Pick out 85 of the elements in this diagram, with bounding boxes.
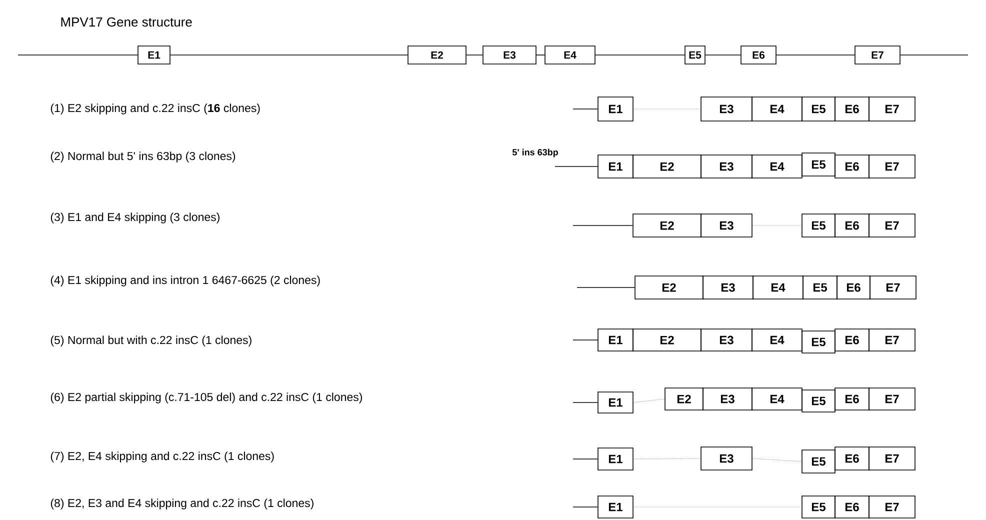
exon-box: E6 <box>834 496 870 518</box>
exon-box: E3 <box>700 328 752 352</box>
exon-box: E1 <box>598 96 634 122</box>
exon-box: E1 <box>598 496 634 518</box>
exon-box: E7 <box>854 46 900 64</box>
variant-label: (5) Normal but with c.22 insC (1 clones) <box>50 336 252 346</box>
intron-line <box>633 458 701 460</box>
flank-line <box>572 506 598 508</box>
exon-box: E7 <box>868 328 916 352</box>
intron-line <box>170 54 408 56</box>
intron-line <box>752 458 802 462</box>
exon-box: E7 <box>868 214 916 238</box>
flank-line <box>572 225 633 226</box>
exon-box: E5 <box>802 276 838 300</box>
exon-box: E3 <box>702 388 752 410</box>
exon-box: E6 <box>834 446 870 470</box>
flank-line <box>572 458 598 460</box>
exon-box: E1 <box>598 328 634 352</box>
exon-box: E5 <box>802 390 836 412</box>
variant-label: (1) E2 skipping and c.22 insC (16 clones) <box>50 104 260 114</box>
intron-line <box>633 108 701 110</box>
exon-box: E5 <box>684 46 706 64</box>
exon-box: E6 <box>836 276 870 300</box>
flank-line <box>572 402 598 403</box>
variant-label: (3) E1 and E4 skipping (3 clones) <box>50 212 220 224</box>
variant-label: (2) Normal but 5' ins 63bp (3 clones) <box>50 152 236 162</box>
exon-box: E3 <box>700 154 752 178</box>
exon-box: E5 <box>802 330 836 354</box>
flank-line <box>900 54 968 56</box>
intron-line <box>633 398 665 403</box>
title: MPV17 Gene structure <box>61 17 192 27</box>
exon-box: E4 <box>752 154 802 178</box>
exon-box: E4 <box>544 46 596 64</box>
exon-box: E1 <box>598 392 634 414</box>
intron-line <box>536 54 545 56</box>
intron-line <box>776 54 855 56</box>
exon-box: E6 <box>834 154 870 178</box>
intron-line <box>705 54 741 56</box>
flank-line <box>18 54 138 56</box>
exon-box: E2 <box>634 276 704 300</box>
exon-box: E2 <box>632 214 702 238</box>
exon-box: E3 <box>700 446 752 470</box>
intron-line <box>595 54 685 56</box>
exon-box: E2 <box>632 154 702 178</box>
exon-box: E1 <box>598 154 634 178</box>
exon-box: E1 <box>598 448 634 470</box>
exon-box: E7 <box>868 388 916 410</box>
exon-box: E5 <box>802 214 836 238</box>
exon-box: E6 <box>740 46 776 64</box>
exon-box: E6 <box>834 96 870 122</box>
exon-box: E5 <box>802 496 836 518</box>
exon-box: E2 <box>664 388 704 410</box>
exon-box: E6 <box>834 388 870 410</box>
intron-line <box>633 506 802 508</box>
variant-label: (6) E2 partial skipping (c.71-105 del) and c.22 insC (1 clones) <box>50 392 362 404</box>
exon-box: E5 <box>802 450 836 474</box>
exon-box: E3 <box>700 96 752 122</box>
exon-box: E4 <box>752 276 804 300</box>
intron-line <box>466 54 483 56</box>
flank-line <box>572 108 598 110</box>
exon-box: E1 <box>138 46 170 64</box>
exon-box: E7 <box>868 96 916 122</box>
exon-box: E4 <box>752 96 802 122</box>
flank-line <box>554 166 598 167</box>
variant-label: (4) E1 skipping and ins intron 1 6467-6625 (2 clones) <box>50 276 320 286</box>
exon-box: E2 <box>632 328 702 352</box>
intron-line <box>752 225 802 226</box>
insertion-label: 5' ins 63bp <box>512 148 558 158</box>
exon-box: E7 <box>868 496 916 518</box>
exon-box: E4 <box>752 388 802 410</box>
variant-label: (8) E2, E3 and E4 skipping and c.22 insC (1 clones) <box>50 498 314 510</box>
exon-box: E3 <box>702 276 754 300</box>
exon-box: E4 <box>752 328 802 352</box>
exon-box: E7 <box>870 276 916 300</box>
exon-box: E7 <box>868 446 916 470</box>
exon-box: E3 <box>482 46 536 64</box>
exon-box: E7 <box>868 154 916 178</box>
flank-line <box>576 287 635 288</box>
exon-box: E6 <box>834 328 870 352</box>
variant-label: (7) E2, E4 skipping and c.22 insC (1 clones) <box>50 452 274 462</box>
exon-box: E5 <box>802 152 836 176</box>
exon-box: E2 <box>408 46 466 64</box>
exon-box: E5 <box>802 96 836 122</box>
exon-box: E6 <box>834 214 870 238</box>
exon-box: E3 <box>700 214 752 238</box>
